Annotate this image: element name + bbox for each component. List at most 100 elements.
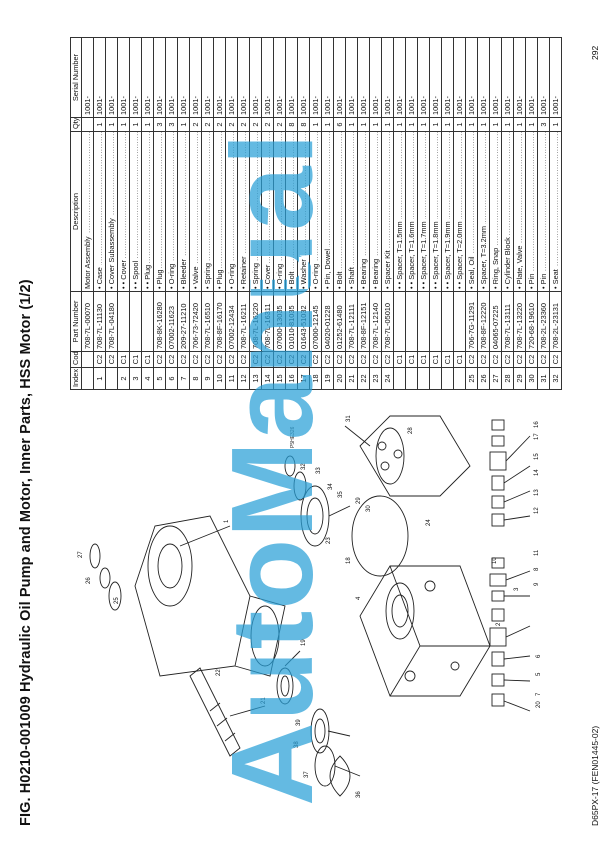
row-part-number: 706-7G-11291	[465, 291, 478, 352]
row-description: • Plug	[154, 267, 164, 289]
row-description-cell: • Pin	[525, 131, 538, 292]
row-description: • • Spacer, T=1.5mm	[394, 219, 404, 289]
row-qty: 2	[213, 117, 226, 132]
row-description: • Spring	[202, 260, 212, 289]
row-description: • Retainer	[238, 254, 248, 289]
row-serial-number: 1001-	[477, 37, 490, 118]
callout-23: 23	[326, 537, 332, 544]
row-description: • • Spacer, T=2.0mm	[454, 219, 464, 289]
row-serial-number: 1001-	[465, 37, 478, 118]
row-index: 5	[153, 367, 166, 390]
row-qty: 1	[93, 117, 106, 132]
row-serial-number: 1001-	[345, 37, 358, 118]
callout-32: 32	[301, 463, 307, 470]
row-part-number	[393, 291, 406, 352]
row-qty: 6	[333, 117, 346, 132]
description-leader: • Ring, Snap	[490, 134, 501, 289]
row-qty: 1	[345, 117, 358, 132]
row-code: C2	[189, 351, 202, 368]
row-qty	[81, 117, 94, 132]
row-serial-number: 1001-	[381, 37, 394, 118]
callout-7: 7	[536, 692, 542, 696]
row-qty: 1	[309, 117, 322, 132]
header-code: Code	[70, 351, 82, 368]
row-description: • Ring, Snap	[490, 245, 500, 289]
row-code: C1	[141, 351, 154, 368]
row-part-number	[453, 291, 466, 352]
table-row: C1• • Spacer, T=1.7mm11001-	[417, 37, 430, 390]
row-description: • • Spacer, T=1.6mm	[406, 219, 416, 289]
row-description: • Pin	[538, 271, 548, 289]
description-leader: • Valve	[190, 134, 201, 289]
callout-18: 18	[346, 557, 352, 564]
row-qty: 1	[405, 117, 418, 132]
row-part-number: 708-7L-12140	[369, 291, 382, 352]
callout-36: 36	[356, 791, 362, 798]
row-serial-number: 1001-	[453, 37, 466, 118]
description-leader: • • Spacer, T=1.7mm	[418, 134, 429, 289]
row-code: C1	[405, 351, 418, 368]
callout-6: 6	[536, 654, 542, 658]
description-leader: • Pin	[526, 134, 537, 289]
row-qty: 1	[417, 117, 430, 132]
header-serial-number: Serial Number	[70, 37, 82, 118]
row-serial-number: 1001-	[165, 37, 178, 118]
row-code: C2	[153, 351, 166, 368]
row-index: 8	[189, 367, 202, 390]
row-qty: 3	[153, 117, 166, 132]
row-description: • Spacer Kit	[382, 248, 392, 289]
table-header-row: Index Code Part Number Description Qty S…	[70, 37, 82, 390]
description-leader: • • Spool	[130, 134, 141, 289]
row-qty: 1	[141, 117, 154, 132]
callout-16: 16	[534, 421, 540, 428]
callout-17: 17	[534, 433, 540, 440]
row-serial-number: 1001-	[189, 37, 202, 118]
row-code: C2	[357, 351, 370, 368]
description-leader: • O-ring	[166, 134, 177, 289]
document-reference: D65PX-17 (FEN01445-02)	[590, 725, 600, 826]
row-description: • Spring	[250, 260, 260, 289]
callout-10: 10	[492, 557, 498, 564]
row-serial-number: 1001-	[285, 37, 298, 118]
row-part-number: 04065-07225	[489, 291, 502, 352]
row-index: 3	[129, 367, 142, 390]
row-description-cell: • Valve	[189, 131, 202, 292]
callout-31: 31	[346, 415, 352, 422]
row-qty: 1	[513, 117, 526, 132]
row-description-cell: • Case	[93, 131, 106, 292]
row-qty: 1	[453, 117, 466, 132]
row-qty: 3	[537, 117, 550, 132]
description-leader: • Plug	[154, 134, 165, 289]
row-description: • Bolt	[334, 269, 344, 289]
row-serial-number: 1001-	[117, 37, 130, 118]
row-code: C2	[537, 351, 550, 368]
row-description: • • Spacer, T=1.7mm	[418, 219, 428, 289]
description-leader: • • Spacer, T=2.0mm	[454, 134, 465, 289]
row-code: C1	[453, 351, 466, 368]
row-part-number: 708-7L-04180	[105, 291, 118, 352]
row-index: 28	[501, 367, 514, 390]
callout-25: 25	[114, 597, 120, 604]
row-serial-number: 1001-	[357, 37, 370, 118]
row-serial-number: 1001-	[537, 37, 550, 118]
row-part-number: 07002-11623	[165, 291, 178, 352]
description-leader: • Cylinder Block	[502, 134, 513, 289]
row-qty: 2	[261, 117, 274, 132]
row-qty: 2	[189, 117, 202, 132]
description-leader: • • Spacer, T=1.9mm	[442, 134, 453, 289]
row-qty: 2	[273, 117, 286, 132]
row-part-number	[429, 291, 442, 352]
callout-38: 38	[294, 741, 300, 748]
row-qty: 1	[429, 117, 442, 132]
row-serial-number: 1001-	[321, 37, 334, 118]
row-index	[81, 367, 94, 390]
row-code: C2	[165, 351, 178, 368]
row-serial-number: 1001-	[105, 37, 118, 118]
row-serial-number: 1001-	[393, 37, 406, 118]
